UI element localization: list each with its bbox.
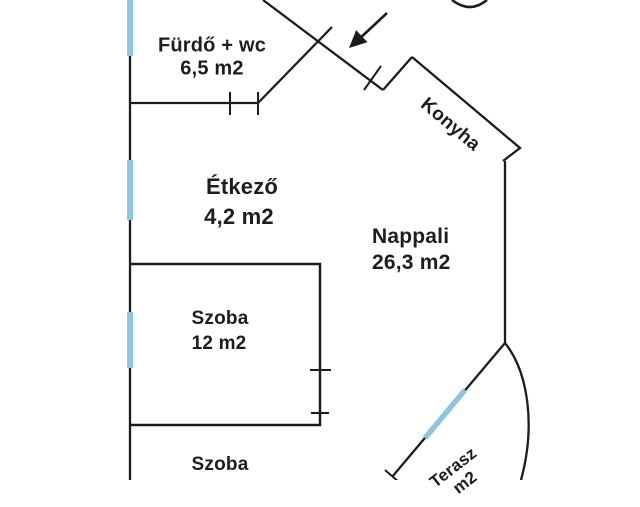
- room-area-furdo: 6,5 m2: [180, 57, 244, 80]
- room-area-szoba1: 12 m2: [191, 333, 247, 354]
- room-area-nappali: 26,3 m2: [372, 251, 451, 274]
- door-tick: [384, 469, 399, 480]
- floor-plan-canvas: Fürdő + wc 6,5 m2 Étkező 4,2 m2 Nappali …: [127, 0, 530, 498]
- partial-circle-symbol: [451, 0, 488, 9]
- entry-step-wall: [382, 56, 413, 91]
- room-label-etkezo: Étkező: [205, 174, 279, 199]
- terrace-curved-edge: [504, 342, 530, 480]
- kitchen-diagonal-wall: [411, 56, 522, 162]
- room-area-etkezo: 4,2 m2: [204, 204, 274, 229]
- room-label-szoba2: Szoba: [191, 454, 249, 475]
- bathroom-angled-wall: [257, 26, 333, 104]
- room-label-szoba1: Szoba: [191, 308, 249, 329]
- floor-plan-drawing: [127, 0, 530, 480]
- room-walls: [130, 262, 322, 427]
- room-label-furdo: Fürdő + wc: [157, 34, 267, 57]
- window-marker: [422, 388, 468, 440]
- room-label-nappali: Nappali: [372, 225, 450, 248]
- entrance-arrow-icon: [349, 12, 388, 48]
- door-tick: [363, 65, 382, 91]
- entry-diagonal-wall: [262, 0, 384, 91]
